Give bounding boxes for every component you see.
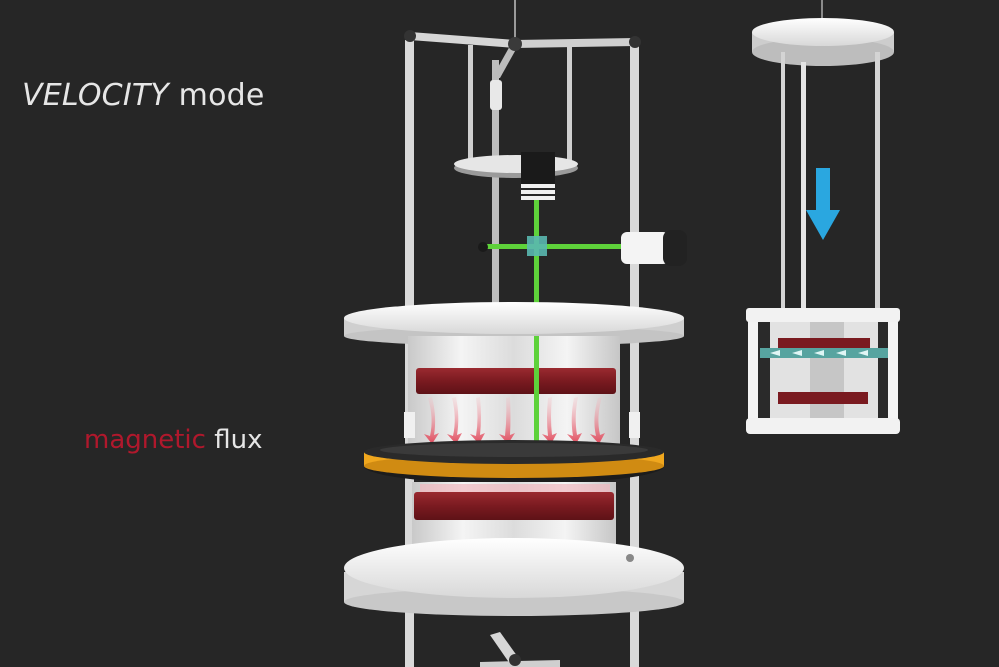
mode-suffix: mode bbox=[168, 78, 265, 113]
top-joint-left bbox=[404, 30, 416, 42]
rod-joint-left bbox=[404, 412, 415, 438]
inset-box-right-wall bbox=[888, 320, 898, 424]
lower-coil bbox=[414, 492, 614, 520]
mode-word: VELOCITY bbox=[22, 78, 169, 113]
beam-splitter bbox=[527, 236, 547, 256]
magnetic-flux-label: magnetic flux bbox=[84, 425, 262, 455]
top-pivot bbox=[508, 37, 522, 51]
interferometer-fin-2 bbox=[521, 190, 555, 194]
inset-upper-coil bbox=[778, 338, 870, 348]
inset-flux-arrows bbox=[770, 350, 868, 356]
flux-arrow bbox=[499, 397, 515, 444]
flux-arrows bbox=[424, 397, 605, 444]
inset-flux-arrow bbox=[792, 350, 802, 356]
inset-box-bottom bbox=[746, 418, 900, 434]
inset-core-left bbox=[770, 322, 810, 422]
inset-lower-coil bbox=[778, 392, 868, 404]
left-mirror bbox=[478, 242, 488, 252]
bottom-pivot bbox=[509, 654, 521, 666]
inset-box-top bbox=[746, 308, 900, 322]
support-rod-center bbox=[492, 60, 499, 305]
support-rod-inner-right bbox=[567, 45, 572, 165]
inset-apparatus bbox=[746, 0, 900, 434]
inset-top-plate-bottom bbox=[752, 38, 894, 66]
bottom-bolt bbox=[626, 554, 634, 562]
coil-ring-inner bbox=[380, 443, 648, 457]
support-rod-right bbox=[630, 40, 639, 667]
laser-source-body bbox=[621, 232, 669, 264]
top-plate bbox=[344, 302, 684, 334]
bottom-plate bbox=[344, 538, 684, 598]
upper-plate bbox=[454, 155, 578, 173]
interferometer-fin-3 bbox=[521, 196, 555, 200]
inset-flux-arrow bbox=[770, 350, 780, 356]
interferometer-head bbox=[521, 152, 555, 184]
flux-arrow bbox=[542, 397, 557, 444]
inset-flux-arrow bbox=[858, 350, 868, 356]
inset-box-left-wall bbox=[748, 320, 758, 424]
mode-title: VELOCITY mode bbox=[22, 78, 265, 113]
down-arrow-icon bbox=[806, 168, 840, 240]
bottom-plate-bottom bbox=[344, 588, 684, 616]
support-rod-inner-left bbox=[468, 45, 473, 165]
magnetic-word: magnetic bbox=[84, 425, 206, 455]
main-apparatus bbox=[344, 0, 687, 667]
interferometer-fin-1 bbox=[521, 184, 555, 188]
laser-beam-lower bbox=[534, 336, 539, 450]
flux-arrow bbox=[447, 397, 462, 444]
inset-rod-2 bbox=[801, 62, 806, 312]
rod-joint-right bbox=[629, 412, 640, 438]
upper-coil bbox=[416, 368, 616, 394]
flux-arrow bbox=[590, 397, 605, 444]
laser-source-cap bbox=[663, 230, 687, 266]
inset-top-plate bbox=[752, 18, 894, 46]
inset-rod-3 bbox=[875, 52, 880, 322]
flux-arrow bbox=[567, 397, 582, 444]
inset-core-center bbox=[810, 322, 844, 422]
hanger-block bbox=[490, 80, 502, 110]
bottom-beam-right bbox=[480, 660, 560, 667]
top-beam-right bbox=[515, 38, 635, 48]
laser-beam-horizontal bbox=[485, 244, 625, 249]
top-joint-right bbox=[629, 36, 641, 48]
flux-word: flux bbox=[205, 425, 263, 455]
inset-flux-arrow bbox=[814, 350, 824, 356]
inset-core-right bbox=[844, 322, 878, 422]
inset-flux-arrow bbox=[836, 350, 846, 356]
top-beam-left bbox=[410, 32, 515, 48]
inset-rod-1 bbox=[781, 52, 785, 348]
flux-arrow bbox=[424, 397, 439, 444]
flux-arrow bbox=[470, 397, 485, 444]
top-beam-down bbox=[492, 44, 519, 78]
lower-flux-band bbox=[420, 484, 610, 492]
